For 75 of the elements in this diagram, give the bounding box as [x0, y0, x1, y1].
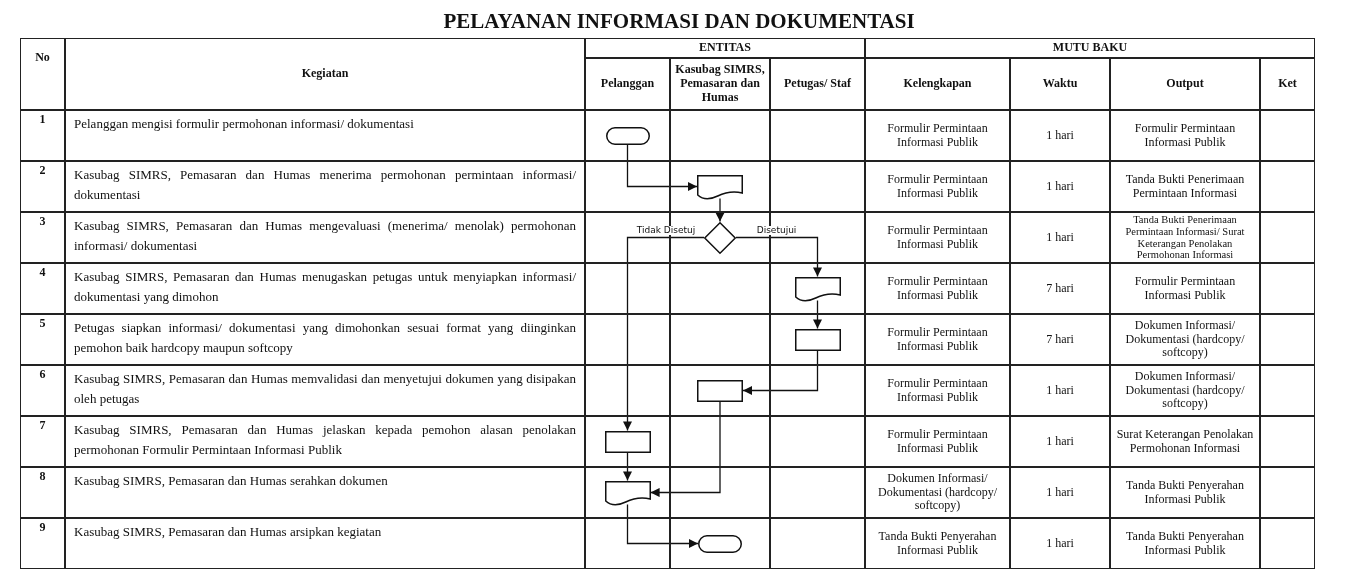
column-header: Ket [1260, 58, 1315, 110]
activity-text: Kasubag SIMRS, Pemasaran dan Humas jelaskan kepada pemohon alasan penolakan permohonan Formulir Permintaan Informasi Publik [65, 416, 585, 467]
duration-text: 1 hari [1010, 161, 1110, 212]
output-text: Dokumen Informasi/ Dokumentasi (hardcopy/ softcopy) [1110, 314, 1260, 365]
arrow [715, 197, 725, 223]
output-text: Tanda Bukti Penyerahan Informasi Publik [1110, 467, 1260, 518]
output-text: Tanda Bukti Penyerahan Informasi Publik [1110, 518, 1260, 569]
column-header: Kelengkapan [865, 58, 1010, 110]
document-shape [794, 276, 841, 301]
requirement-text: Dokumen Informasi/ Dokumentasi (hardcopy/ softcopy) [865, 467, 1010, 518]
row-number: 2 [20, 161, 65, 212]
activity-text: Kasubag SIMRS, Pemasaran dan Humas arsipkan kegiatan [65, 518, 585, 569]
arrow [812, 299, 823, 330]
column-header: MUTU BAKU [865, 38, 1315, 58]
output-text: Tanda Bukti Penerimaan Permintaan Informasi [1110, 161, 1260, 212]
row-number: 8 [20, 467, 65, 518]
requirement-text: Formulir Permintaan Informasi Publik [865, 365, 1010, 416]
row-number: 9 [20, 518, 65, 569]
column-header: Kasubag SIMRS, Pemasaran dan Humas [670, 58, 770, 110]
column-header: ENTITAS [585, 38, 865, 58]
activity-text: Kasubag SIMRS, Pemasaran dan Humas serahkan dokumen [65, 467, 585, 518]
duration-text: 1 hari [1010, 212, 1110, 263]
column-header: Pelanggan [585, 58, 670, 110]
arrow [649, 400, 721, 498]
activity-text: Petugas siapkan informasi/ dokumentasi yang dimohonkan sesuai format yang diinginkan pemohon baik hardcopy maupun softcopy [65, 314, 585, 365]
requirement-text: Formulir Permintaan Informasi Publik [865, 314, 1010, 365]
row-number: 3 [20, 212, 65, 263]
decision-diamond [704, 221, 736, 254]
duration-text: 1 hari [1010, 467, 1110, 518]
row-number: 6 [20, 365, 65, 416]
activity-text: Pelanggan mengisi formulir permohonan informasi/ dokumentasi [65, 110, 585, 161]
output-text: Dokumen Informasi/ Dokumentasi (hardcopy/ softcopy) [1110, 365, 1260, 416]
document-shape [604, 480, 651, 505]
edge-label: Disetujui [755, 225, 798, 236]
requirement-text: Formulir Permintaan Informasi Publik [865, 263, 1010, 314]
column-header: Output [1110, 58, 1260, 110]
output-text: Surat Keterangan Penolakan Permohonan Informasi [1110, 416, 1260, 467]
activity-text: Kasubag SIMRS, Pemasaran dan Humas menugaskan petugas untuk menyiapkan informasi/ dokumentasi yang dimohon [65, 263, 585, 314]
arrow [742, 349, 819, 396]
duration-text: 7 hari [1010, 314, 1110, 365]
column-header: Kegiatan [65, 38, 585, 110]
requirement-text: Tanda Bukti Penyerahan Informasi Publik [865, 518, 1010, 569]
column-header: No [20, 38, 65, 110]
arrow [735, 236, 823, 278]
output-text: Formulir Permintaan Informasi Publik [1110, 263, 1260, 314]
column-header: Petugas/ Staf [770, 58, 865, 110]
requirement-text: Formulir Permintaan Informasi Publik [865, 212, 1010, 263]
process-box [794, 328, 841, 351]
title: PELAYANAN INFORMASI DAN DOKUMENTASI [442, 7, 916, 35]
edge-label: Tidak Disetuj [635, 225, 697, 236]
process-box [697, 379, 743, 402]
row-number: 1 [20, 110, 65, 161]
document-shape [697, 174, 743, 199]
requirement-text: Formulir Permintaan Informasi Publik [865, 161, 1010, 212]
output-text: Formulir Permintaan Informasi Publik [1110, 110, 1260, 161]
row-number: 5 [20, 314, 65, 365]
arrow [626, 143, 698, 192]
duration-text: 1 hari [1010, 365, 1110, 416]
duration-text: 1 hari [1010, 110, 1110, 161]
column-header: Waktu [1010, 58, 1110, 110]
row-number: 4 [20, 263, 65, 314]
arrow [626, 503, 699, 549]
activity-text: Kasubag SIMRS, Pemasaran dan Humas memvalidasi dan menyetujui dokumen yang disipakan oleh petugas [65, 365, 585, 416]
output-text: Tanda Bukti Penerimaan Permintaan Informasi/ Surat Keterangan Penolakan Permohonan Informasi [1110, 212, 1260, 263]
duration-text: 1 hari [1010, 416, 1110, 467]
requirement-text: Formulir Permintaan Informasi Publik [865, 110, 1010, 161]
process-box [604, 430, 651, 453]
activity-text: Kasubag SIMRS, Pemasaran dan Humas mengevaluasi (menerima/ menolak) permohonan informasi/ dokumentasi [65, 212, 585, 263]
arrow [622, 236, 705, 432]
row-number: 7 [20, 416, 65, 467]
duration-text: 7 hari [1010, 263, 1110, 314]
requirement-text: Formulir Permintaan Informasi Publik [865, 416, 1010, 467]
arrow [622, 451, 633, 482]
activity-text: Kasubag SIMRS, Pemasaran dan Humas menerima permohonan permintaan informasi/ dokumentasi [65, 161, 585, 212]
duration-text: 1 hari [1010, 518, 1110, 569]
